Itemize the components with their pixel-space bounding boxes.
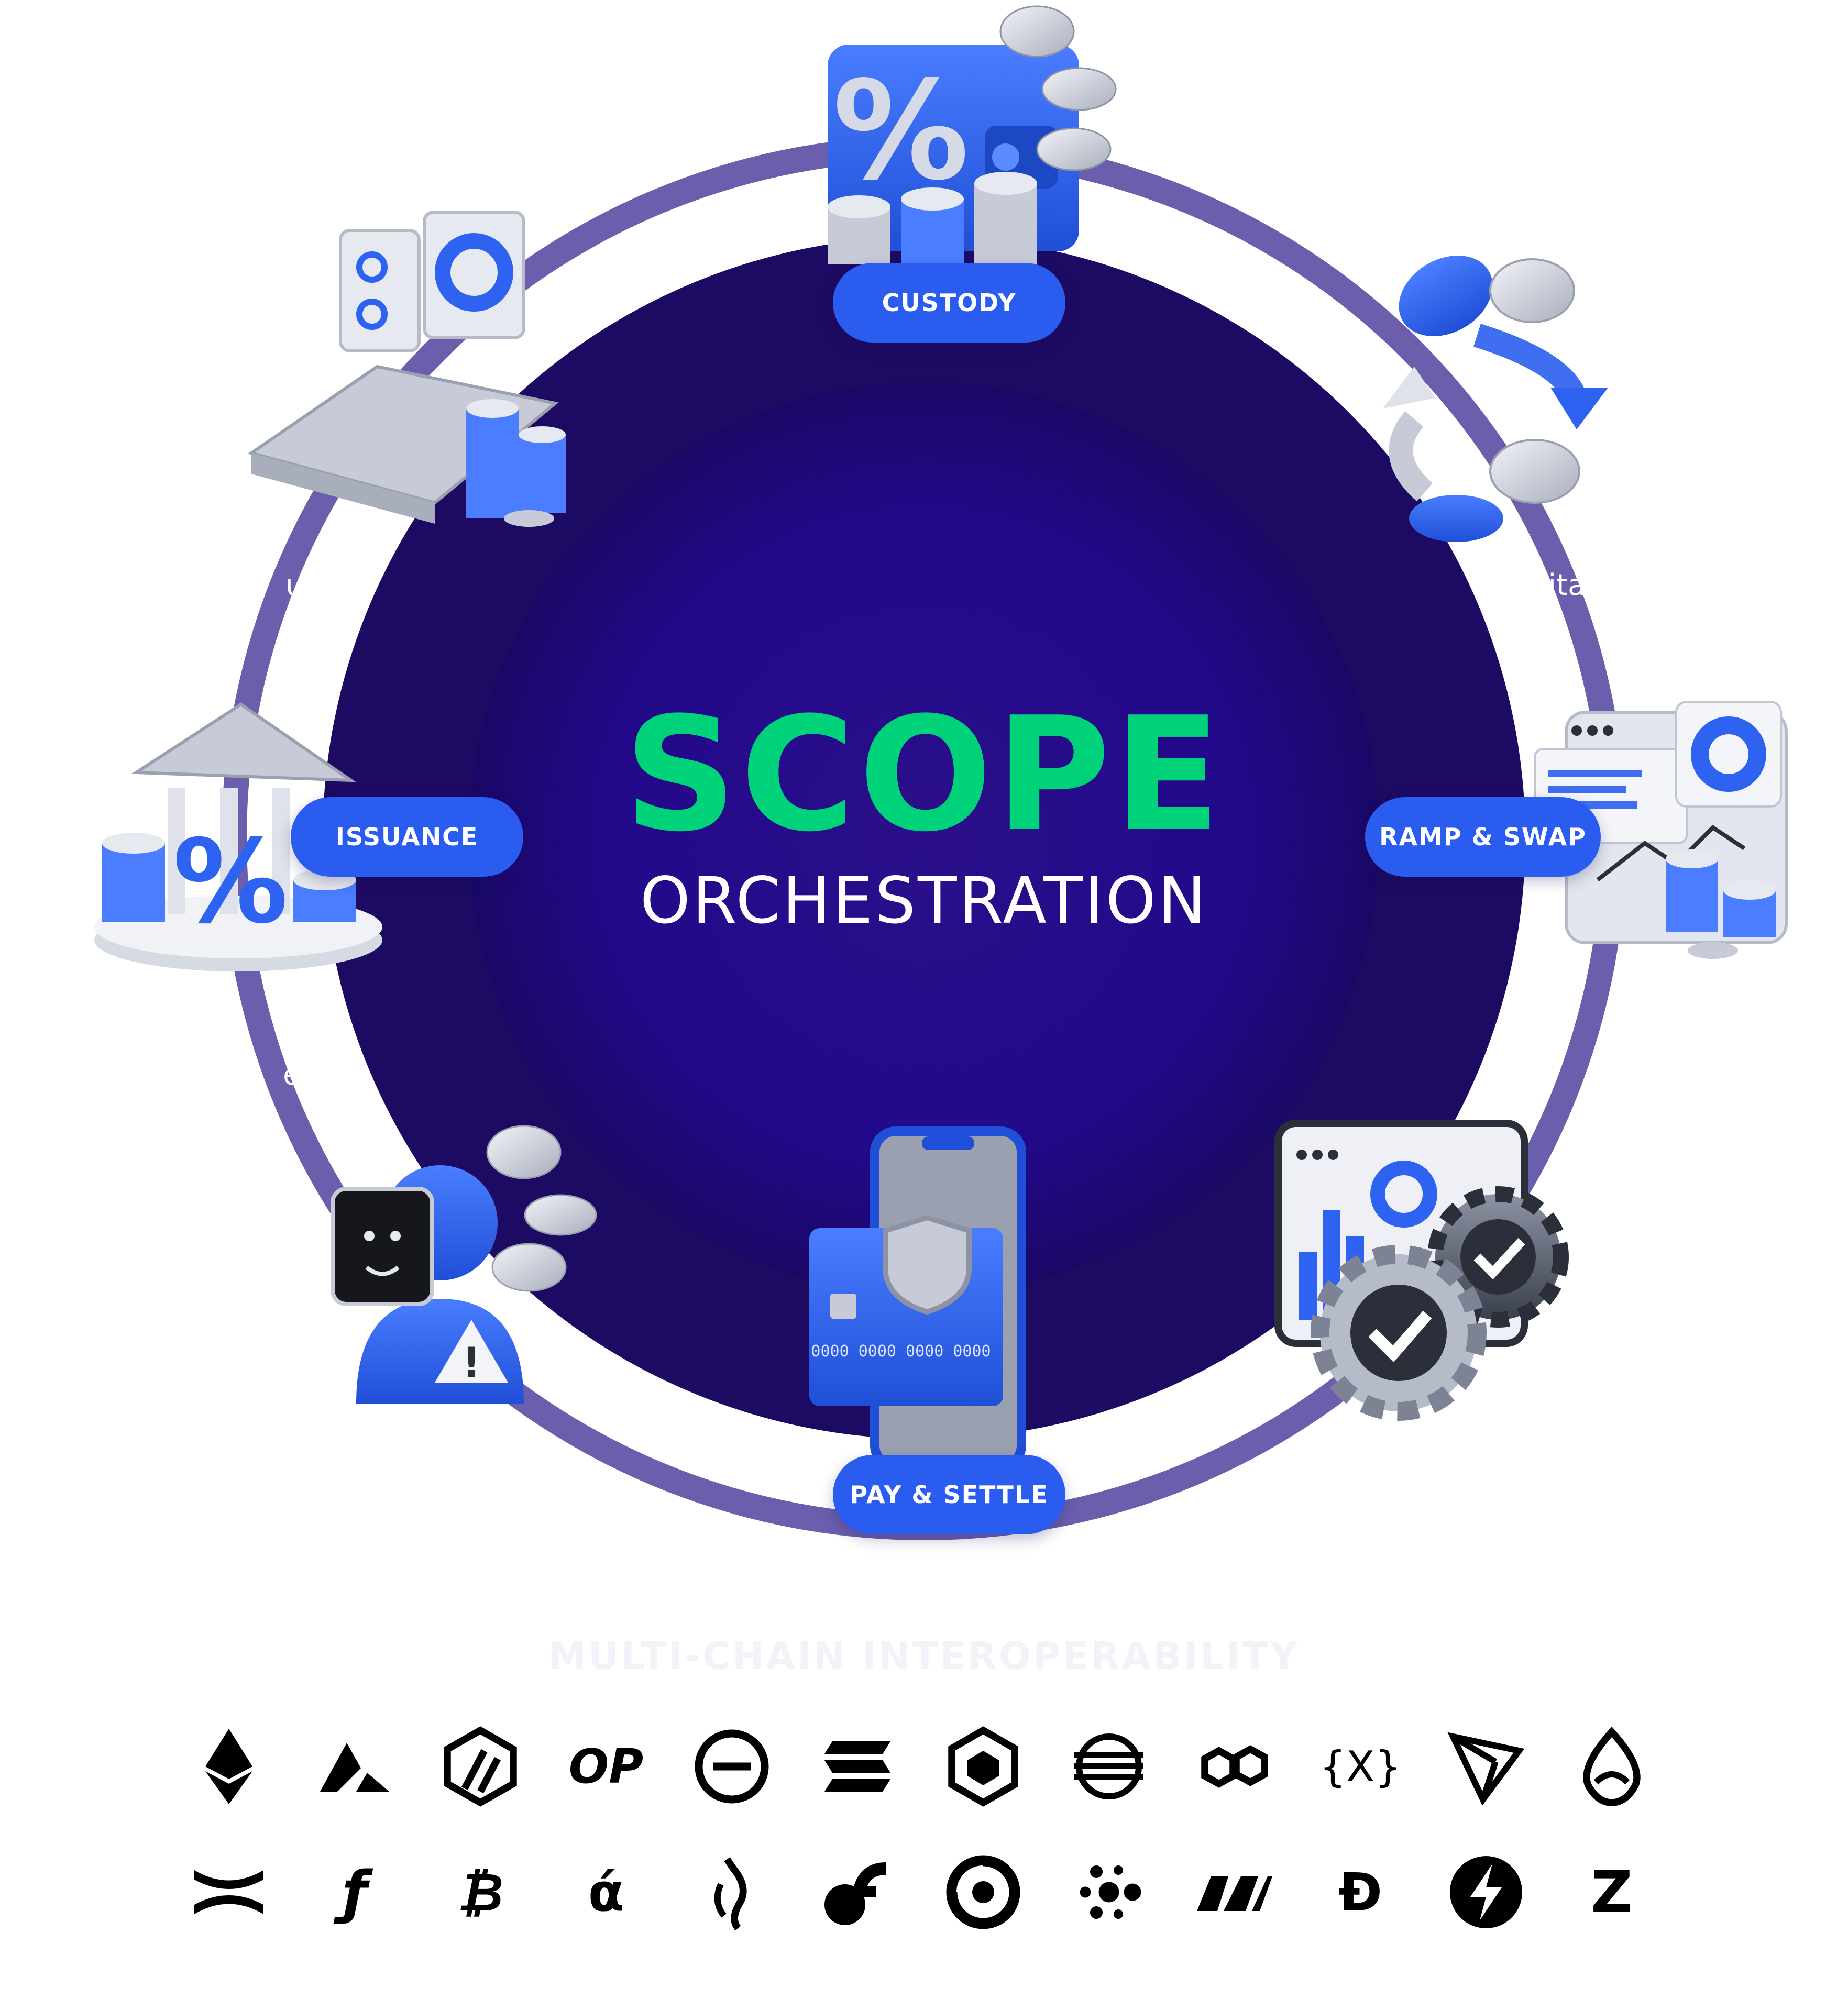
hbar-wave-icon	[1190, 1848, 1279, 1937]
sei-icon	[687, 1848, 776, 1937]
filecoin-text: ƒ	[342, 1859, 367, 1926]
scope-orchestration-diagram: %	[94, 5, 1788, 1540]
svg-text:%: %	[833, 52, 970, 211]
face-id-user-warning-icon: !	[331, 1125, 597, 1404]
node-pill-pay-settle[interactable]: PAY & SETTLE	[833, 1455, 1065, 1534]
gear-large	[1311, 1245, 1487, 1421]
diagram-canvas: %	[94, 5, 1788, 1540]
diagram-subtitle: ORCHESTRATION	[640, 864, 1208, 938]
optimism-icon: OP	[562, 1722, 651, 1811]
algorand-text: ά	[588, 1861, 624, 1923]
chain-logo-row-2: ƒ ₿ ά Ð Z	[0, 1848, 1848, 1952]
sui-icon	[1567, 1722, 1656, 1811]
ethereum-icon	[184, 1722, 273, 1811]
coin-stacks	[828, 172, 1037, 264]
zcash-icon: Z	[1567, 1848, 1656, 1937]
node-pill-issuance[interactable]: ISSUANCE	[291, 797, 523, 877]
diagram-title: SCOPE	[623, 683, 1225, 866]
stellar-icon	[1064, 1722, 1153, 1811]
svg-text:!: !	[462, 1339, 481, 1387]
hidden-caption-right-1: C	[1566, 524, 1587, 558]
core-inner-glow	[468, 382, 1380, 1294]
xdc-icon: {X}	[1316, 1722, 1405, 1811]
optimism-text: OP	[568, 1739, 644, 1794]
cardano-icon	[1064, 1848, 1153, 1937]
dogecoin-icon: Ð	[1316, 1848, 1405, 1937]
dogecoin-text: Ð	[1338, 1861, 1382, 1923]
svg-text:0000 0000 0000 0000: 0000 0000 0000 0000	[811, 1342, 991, 1361]
wallet-percent-coins-icon: %	[828, 5, 1117, 264]
filecoin-icon: ƒ	[310, 1848, 399, 1937]
bitcoin-text: ₿	[457, 1861, 503, 1923]
flow-icon	[813, 1848, 902, 1937]
solana-icon	[813, 1722, 902, 1811]
gear-small	[1427, 1186, 1569, 1328]
node-pill-custody[interactable]: CUSTODY	[833, 263, 1065, 343]
analytics-gears-check-icon	[1274, 1120, 1569, 1421]
hedera-icon	[687, 1722, 776, 1811]
hidden-caption-left-2: ent	[283, 1058, 331, 1092]
svg-text:%: %	[173, 815, 288, 949]
hidden-caption-right-2: gita	[1530, 568, 1586, 602]
near-icon	[939, 1848, 1028, 1937]
algorand-icon: ά	[562, 1848, 651, 1937]
dashboard-chart-coins-icon	[1534, 701, 1788, 959]
chain-logo-row-1: OP {X}	[0, 1722, 1848, 1827]
xdc-text: {X}	[1319, 1742, 1402, 1791]
bitcoin-icon: ₿	[436, 1848, 525, 1937]
arbitrum-icon	[436, 1722, 525, 1811]
bank-percent-coins-icon: %	[94, 702, 382, 971]
avalanche-icon	[310, 1722, 399, 1811]
tron-icon	[1442, 1722, 1531, 1811]
node-pill-ramp-swap[interactable]: RAMP & SWAP	[1365, 797, 1601, 877]
polygon-icon	[1190, 1722, 1279, 1811]
celo-icon	[184, 1848, 273, 1937]
lightning-icon	[1442, 1848, 1531, 1937]
cash-stacks-report-icon	[247, 211, 566, 527]
bnb-chain-icon	[939, 1722, 1028, 1811]
zcash-text: Z	[1591, 1859, 1633, 1926]
hidden-caption-left-1: uan	[285, 568, 341, 602]
phone-card-shield-icon: 0000 0000 0000 0000	[809, 1126, 1026, 1471]
chains-section-title: MULTI-CHAIN INTEROPERABILITY	[548, 1634, 1300, 1678]
coin-exchange-arrows-icon	[1383, 255, 1608, 542]
